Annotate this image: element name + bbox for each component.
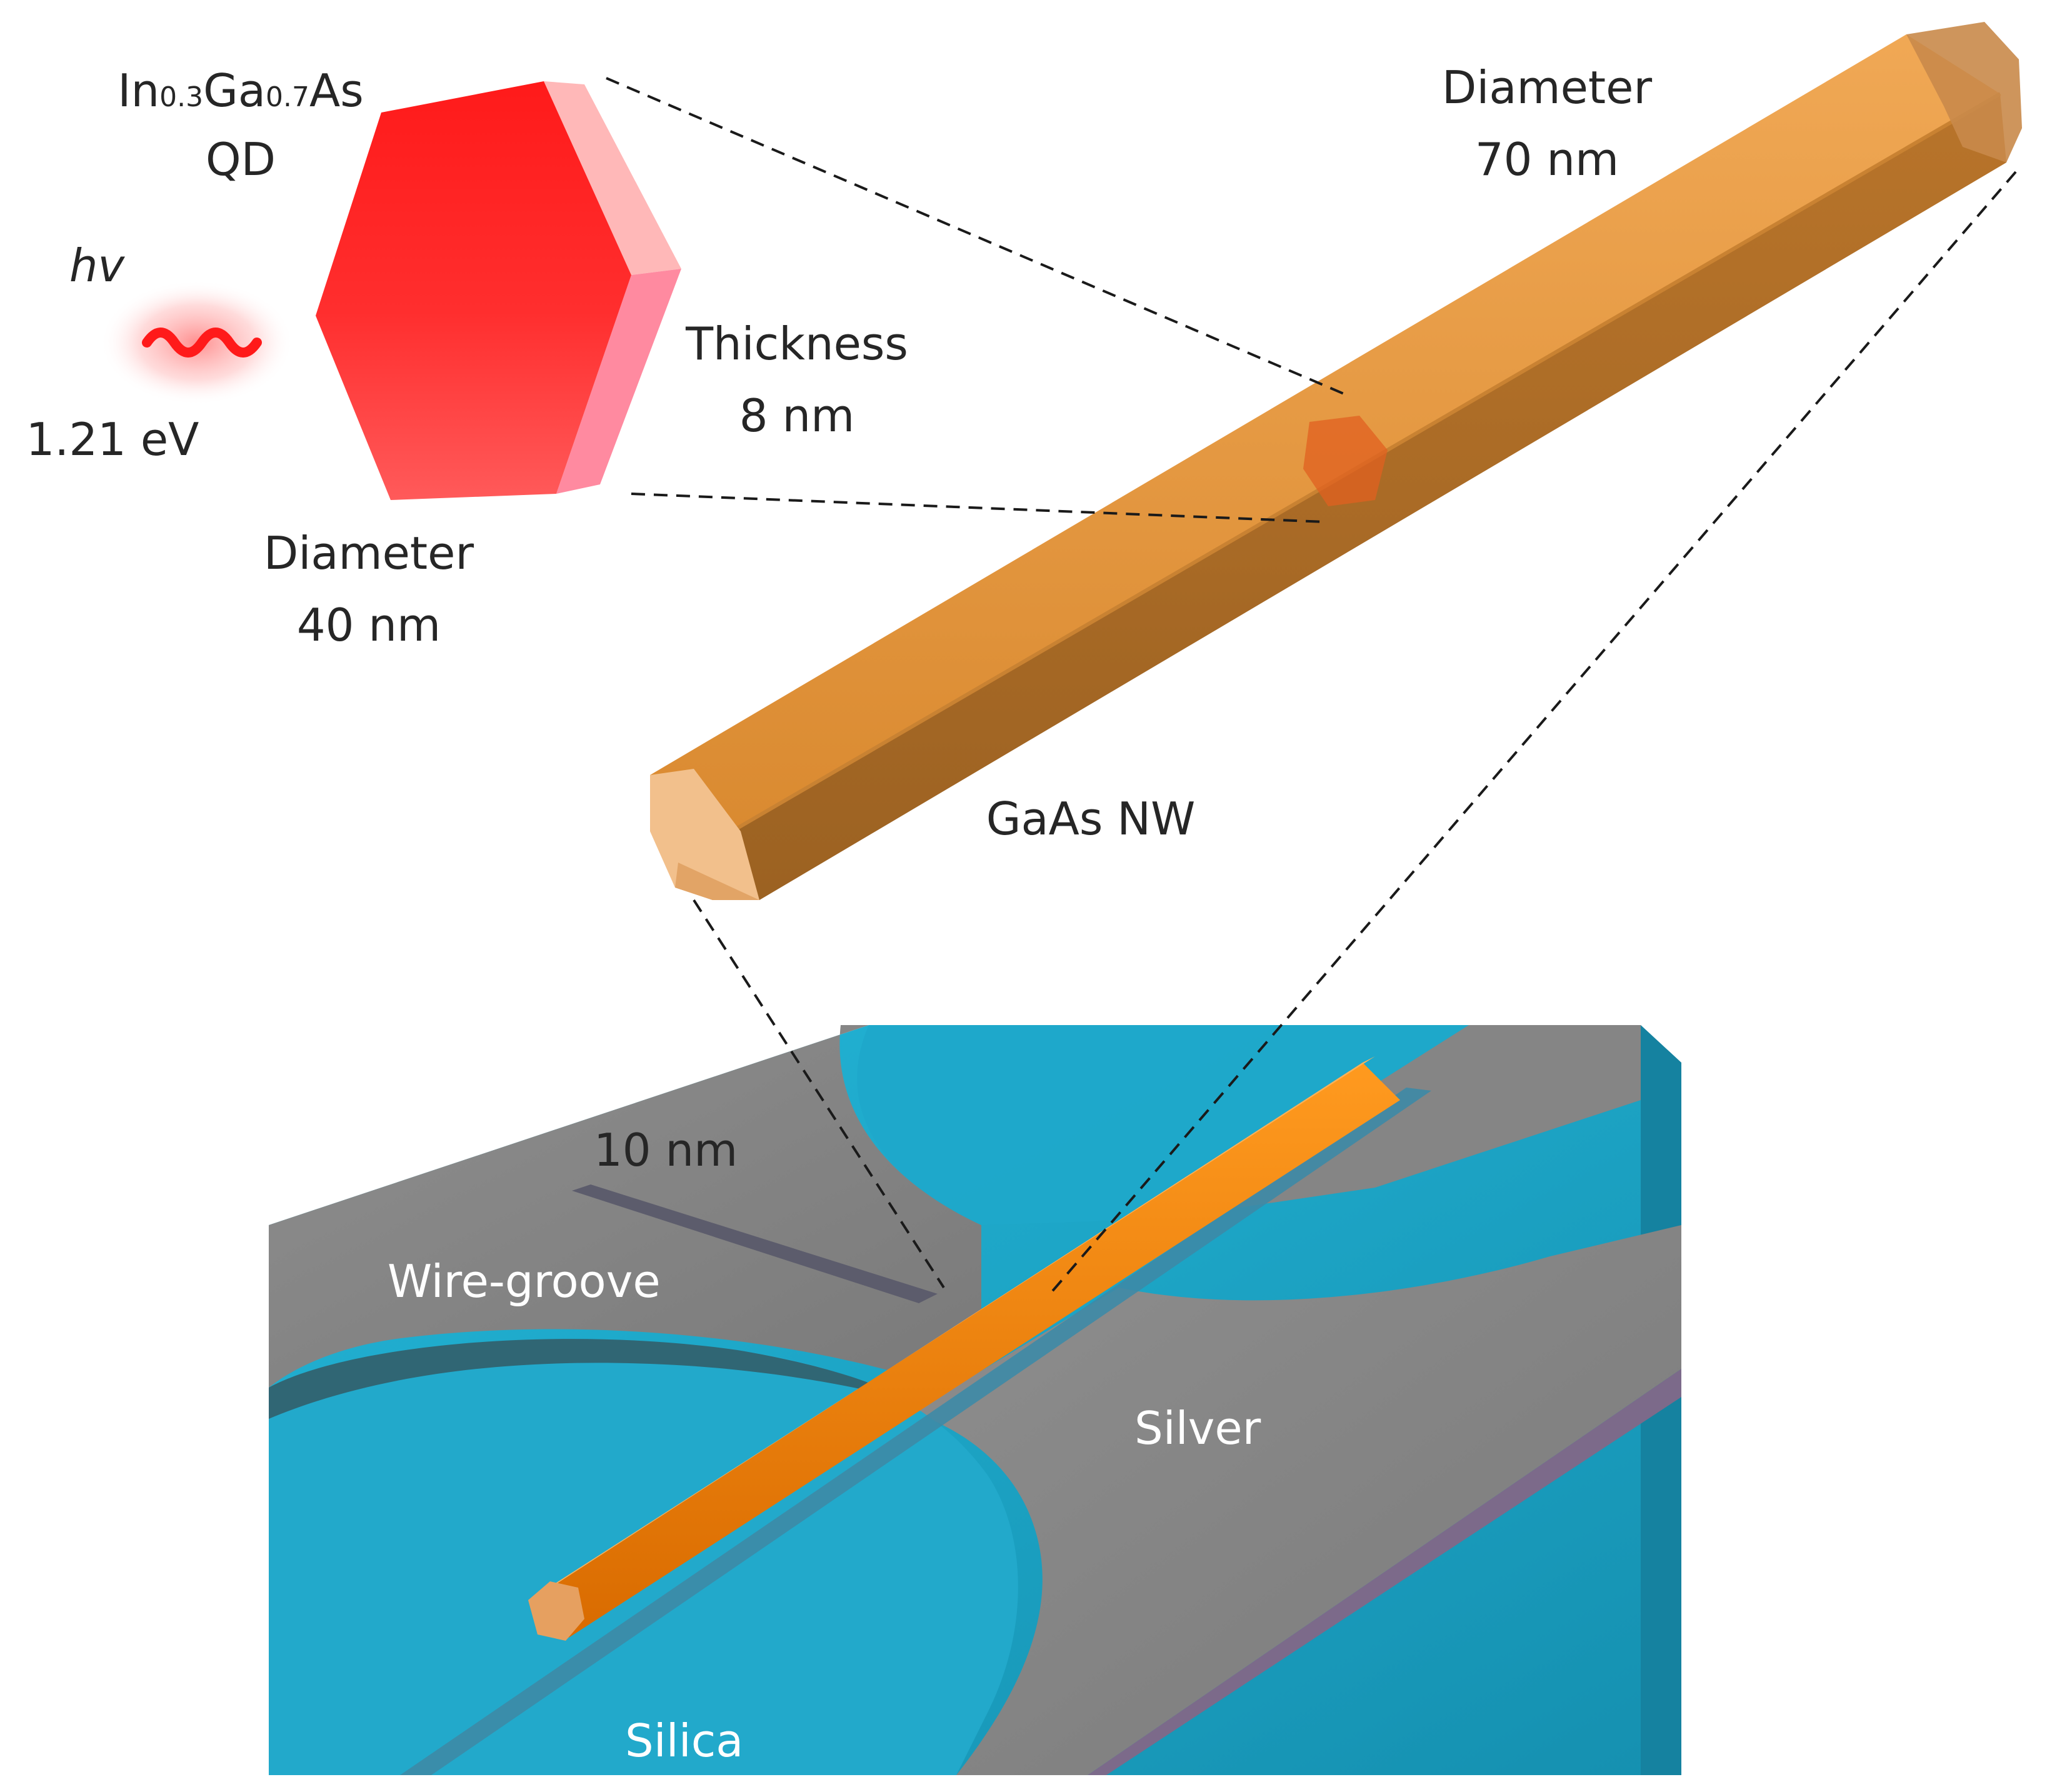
nanowire-diameter-label: Diameter xyxy=(1442,61,1653,114)
qd-thickness-value: 8 nm xyxy=(739,389,854,442)
photon-wave-icon xyxy=(142,328,262,358)
rod-end-cap xyxy=(528,1581,584,1641)
wire-groove-slot xyxy=(572,1184,938,1303)
zoom-line-qd-bottom xyxy=(631,493,1326,523)
quantum-dot-zoom: In0.3Ga0.7As QD Thickness 8 nm Diameter … xyxy=(118,64,908,651)
qd-thickness-label: Thickness xyxy=(685,318,908,370)
silver-label: Silver xyxy=(1134,1402,1261,1454)
qd-side-face-lower xyxy=(556,269,681,494)
nanowire-far-end xyxy=(1906,22,2022,163)
nanowire-near-end xyxy=(650,769,759,900)
qd-side-face xyxy=(544,81,681,275)
silica-label: Silica xyxy=(625,1714,743,1767)
nanowire-near-end-shade xyxy=(675,863,759,900)
nanowire-name-label: GaAs NW xyxy=(986,793,1196,845)
photon-emission: hv 1.21 eV xyxy=(26,239,294,466)
silver-pad-lower-right xyxy=(913,1225,1681,1775)
photon-symbol: hv xyxy=(69,239,126,292)
zoom-line-nw-left xyxy=(693,899,945,1289)
qd-diameter-label: Diameter xyxy=(264,527,474,579)
substrate-device: 10 nm Wire-groove Silver Silica xyxy=(269,1025,1681,1775)
nanowire-diameter-value: 70 nm xyxy=(1475,133,1619,186)
zoom-lines xyxy=(606,77,2017,1295)
nanowire-on-substrate xyxy=(528,1056,1400,1641)
qd-diameter-value: 40 nm xyxy=(297,599,441,651)
wire-groove-label: Wire-groove xyxy=(388,1255,661,1308)
qd-front-face xyxy=(316,81,631,500)
photon-energy: 1.21 eV xyxy=(26,413,199,466)
groove-channel xyxy=(400,1088,1431,1775)
gaas-nanowire: Diameter 70 nm GaAs NW xyxy=(650,22,2022,900)
silica-bowl-upper xyxy=(857,1025,1469,1225)
gap-label: 10 nm xyxy=(594,1124,738,1176)
qd-composition-label: In0.3Ga0.7As xyxy=(118,64,364,117)
qd-label: QD xyxy=(206,133,276,186)
silver-shadow-rim xyxy=(269,1339,906,1419)
embedded-qd xyxy=(1303,416,1388,506)
